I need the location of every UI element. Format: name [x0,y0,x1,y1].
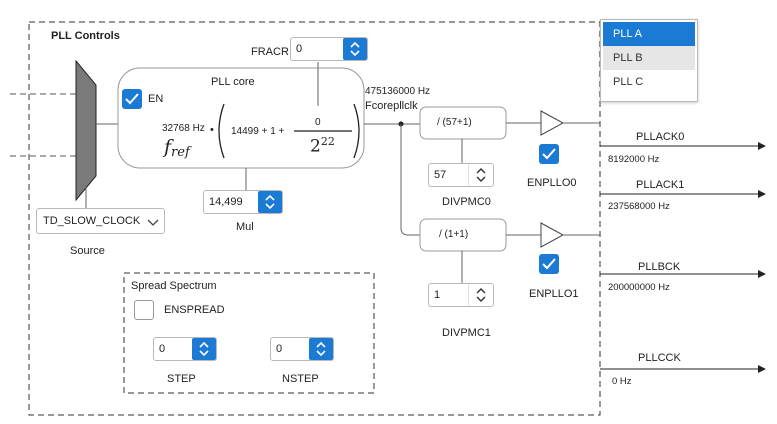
divpmc0-label: DIVPMC0 [442,196,491,208]
checkmark-icon [125,93,139,105]
source-label: Source [70,245,105,257]
spread-title: Spread Spectrum [131,280,217,292]
pll-core-title: PLL core [211,76,255,88]
enspread-checkbox[interactable] [134,300,154,320]
formula-text: 14499 + 1 + [231,126,285,137]
checkmark-icon [542,148,556,160]
source-dropdown[interactable]: TD_SLOW_CLOCK [36,208,165,234]
pll-core-box [117,67,365,169]
output-freq-pllack1: 237568000 Hz [608,201,670,212]
fraction-denominator: 222 [310,135,335,157]
paren-right [353,103,360,159]
step-label: STEP [167,373,196,385]
fracr-spinner[interactable]: 0 [290,37,368,61]
output-freq-pllcck: 0 Hz [612,376,632,387]
ref-frequency: 32768 Hz [162,123,205,134]
fracr-value[interactable]: 0 [296,43,303,55]
nstep-value[interactable]: 0 [276,343,283,355]
output-freq-pllbck: 200000000 Hz [608,282,670,293]
buffer0-shape [540,110,565,136]
spinner-arrows-icon[interactable] [258,191,282,213]
fraction-numerator: 0 [315,117,321,128]
pll-list-item-b[interactable]: PLL B [603,46,695,70]
chevron-down-icon[interactable] [147,217,159,227]
pll-selector-list[interactable]: PLL A PLL B PLL C [600,19,698,102]
enspread-label: ENSPREAD [164,304,225,316]
spread-box [123,272,375,394]
mux-shape [75,59,97,202]
divpmc1-value[interactable]: 1 [434,289,441,301]
panel-border [28,21,601,416]
spinner-arrows-icon[interactable] [309,338,333,360]
output-freq-pllack0: 8192000 Hz [608,154,660,165]
spinner-arrows-icon[interactable] [343,38,367,60]
div1-text: / (1+1) [439,229,469,240]
spinner-arrows-icon[interactable] [468,164,493,186]
fcore-label: Fcorepllclk [365,100,418,112]
checkmark-icon [542,258,556,270]
mul-label: Mul [236,221,254,233]
nstep-label: NSTEP [282,373,319,385]
enpllo0-label: ENPLLO0 [527,177,577,189]
spinner-arrows-icon[interactable] [468,284,493,306]
output-name-pllcck: PLLCCK [638,352,681,364]
panel-title: PLL Controls [51,30,120,42]
output-name-pllack1: PLLACK1 [636,179,685,191]
step-value[interactable]: 0 [159,343,166,355]
enpllo0-checkbox[interactable] [539,144,559,164]
multiply-bullet: • [210,124,214,136]
ref-symbol: fref [164,136,190,160]
enpllo1-label: ENPLLO1 [529,288,579,300]
divpmc1-spinner[interactable]: 1 [428,283,494,307]
fcore-frequency: 475136000 Hz [365,86,431,97]
divpmc0-value[interactable]: 57 [434,169,447,181]
div0-text: / (57+1) [437,117,472,128]
buffer1-shape [540,222,565,248]
spinner-arrows-icon[interactable] [192,338,216,360]
pll-list-item-a[interactable]: PLL A [603,22,695,46]
divpmc0-spinner[interactable]: 57 [428,163,494,187]
paren-left [218,103,225,159]
output-name-pllbck: PLLBCK [638,261,681,273]
mul-value[interactable]: 14,499 [209,196,243,208]
en-label: EN [148,93,164,105]
output-name-pllack0: PLLACK0 [636,131,685,143]
mul-spinner[interactable]: 14,499 [203,190,283,214]
source-value[interactable]: TD_SLOW_CLOCK [43,215,141,227]
en-checkbox[interactable] [122,89,142,109]
step-spinner[interactable]: 0 [153,337,217,361]
pll-list-item-c[interactable]: PLL C [613,76,644,88]
enpllo1-checkbox[interactable] [539,254,559,274]
nstep-spinner[interactable]: 0 [270,337,334,361]
divpmc1-label: DIVPMC1 [442,327,491,339]
fracr-label: FRACR [251,46,289,58]
branch-line [400,124,420,236]
